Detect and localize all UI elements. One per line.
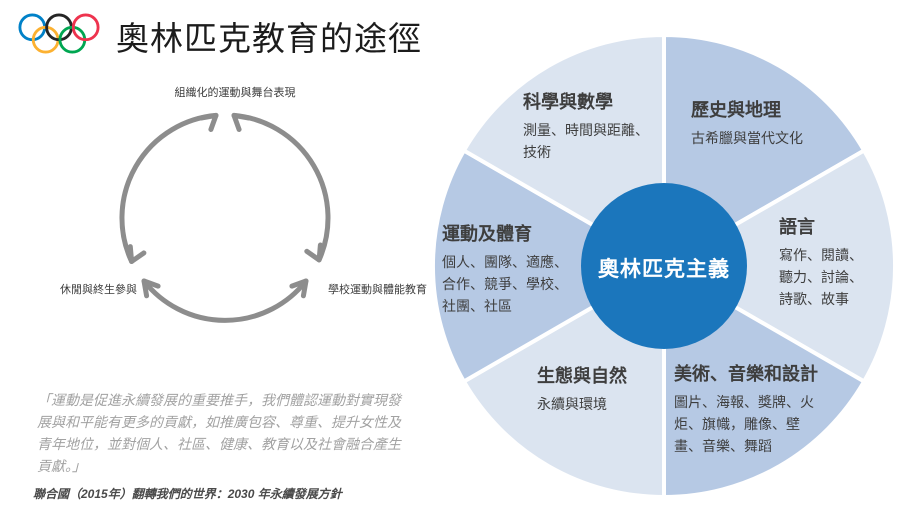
arrowhead-top-left-icon [198, 112, 219, 132]
arrowhead-top-right-icon [231, 112, 252, 132]
segment-detail: 永續與環境 [537, 396, 607, 412]
cycle-label-school-pe: 學校運動與體能教育 [328, 284, 427, 296]
arrowhead-bottom-left-icon [141, 278, 161, 299]
segment-title: 科學與數學 [523, 92, 613, 112]
cycle-diagram [119, 112, 331, 323]
segment-detail: 畫、音樂、舞蹈 [674, 438, 772, 454]
ring-red [71, 13, 100, 42]
quote-block: 「運動是促進永續發展的重要推手，我們體認運動對實現發 展與和平能有更多的貢獻，如… [37, 389, 457, 477]
cycle-arc-right [231, 112, 331, 263]
page-title: 奧林匹克教育的途徑 [116, 20, 422, 57]
olympism-wheel [430, 33, 898, 499]
segment-detail: 圖片、海報、獎牌、火 [674, 394, 814, 410]
wheel-sector-language [662, 148, 898, 384]
arrowhead-left-down-icon [127, 244, 147, 264]
segment-label-arts-music-design: 美術、音樂和設計 圖片、海報、獎牌、火 炬、旗幟，雕像、壁 畫、音樂、舞蹈 [674, 360, 818, 457]
segment-detail: 寫作、閱讀、 [779, 247, 863, 263]
segment-label-history-geography: 歷史與地理 古希臘與當代文化 [691, 96, 803, 149]
segment-detail: 合作、競爭、學校、 [442, 276, 568, 292]
arrowhead-bottom-right-icon [289, 278, 309, 299]
wheel-center-circle [581, 183, 747, 349]
segment-detail: 聽力、討論、 [779, 269, 863, 285]
segment-detail: 古希臘與當代文化 [691, 130, 803, 146]
cycle-arrows [119, 112, 331, 323]
arrowhead-right-down-icon [304, 242, 323, 263]
segment-title: 歷史與地理 [691, 100, 781, 120]
cycle-arc-left [119, 112, 219, 264]
segment-detail: 炬、旗幟，雕像、壁 [674, 416, 800, 432]
segment-label-sport-pe: 運動及體育 個人、團隊、適應、 合作、競爭、學校、 社團、社區 [442, 220, 568, 317]
quote-line: 展與和平能有更多的貢獻，如推廣包容、尊重、提升女性及 [37, 414, 401, 430]
segment-detail: 測量、時間與距離、 [523, 122, 649, 138]
segment-detail: 詩歌、故事 [779, 291, 849, 307]
quote-line: 貢獻。」 [37, 458, 86, 474]
cycle-label-leisure: 休閒與終生參與 [60, 284, 137, 296]
segment-label-language: 語言 寫作、閱讀、 聽力、討論、 詩歌、故事 [779, 213, 863, 310]
wheel-center-label: 奧林匹克主義 [598, 258, 730, 281]
wheel-sector-sport-pe [430, 148, 666, 384]
segment-detail: 技術 [523, 144, 551, 160]
quote-line: 青年地位，並對個人、社區、健康、教育以及社會融合產生 [37, 436, 401, 452]
segment-title: 生態與自然 [537, 366, 627, 386]
segment-detail: 社團、社區 [442, 298, 512, 314]
segment-detail: 個人、團隊、適應、 [442, 254, 568, 270]
segment-label-ecology-nature: 生態與自然 永續與環境 [537, 362, 627, 415]
segment-label-science-math: 科學與數學 測量、時間與距離、 技術 [523, 88, 649, 163]
quote-line: 「運動是促進永續發展的重要推手，我們體認運動對實現發 [37, 392, 401, 408]
olympic-rings-icon [18, 13, 100, 54]
segment-title: 美術、音樂和設計 [674, 364, 818, 384]
cycle-arc-bottom [141, 278, 309, 323]
cycle-label-organized-sport: 組織化的運動與舞台表現 [174, 87, 296, 99]
quote-source: 聯合國（2015年）翻轉我們的世界：2030 年永續發展方針 [33, 487, 342, 501]
segment-title: 語言 [779, 217, 815, 237]
segment-title: 運動及體育 [442, 224, 532, 244]
